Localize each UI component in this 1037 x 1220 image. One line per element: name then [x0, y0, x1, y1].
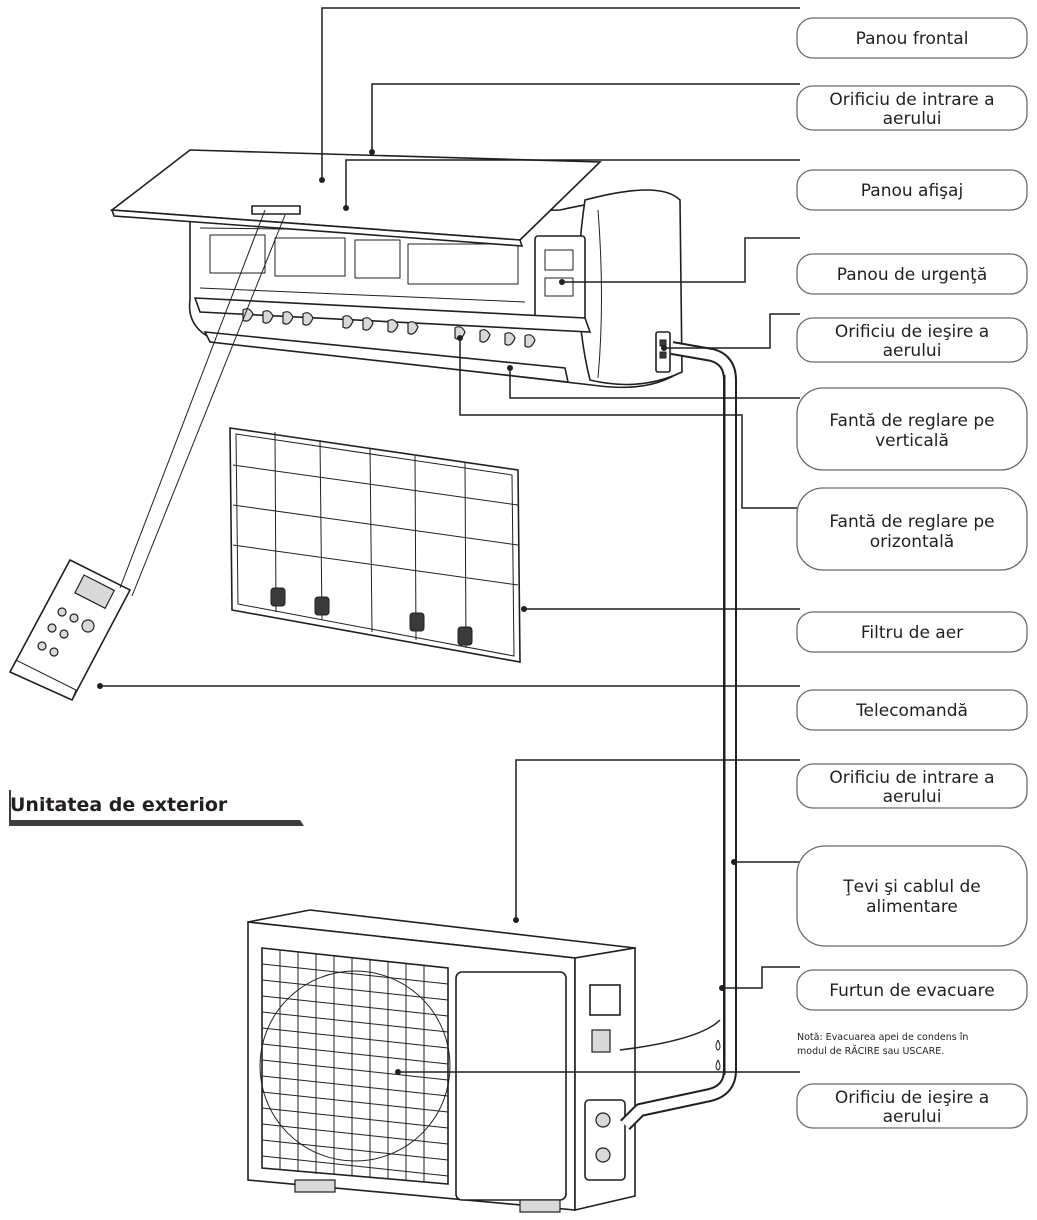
label-air-outlet-outdoor-line1: Orificiu de ieşire a	[835, 1088, 989, 1108]
label-horizontal-louver-line1: Fantă de reglare pe	[829, 512, 994, 532]
label-display-panel-line1: Panou afişaj	[861, 181, 963, 201]
label-remote-control-line1: Telecomandă	[855, 701, 968, 721]
label-air-inlet-indoor: Orificiu de intrare a aerului	[796, 85, 1028, 131]
label-vertical-louver-line1: Fantă de reglare pe	[829, 411, 994, 431]
label-air-filter: Filtru de aer	[796, 611, 1028, 653]
label-air-inlet-outdoor: Orificiu de intrare a aerului	[796, 763, 1028, 809]
label-air-outlet-outdoor: Orificiu de ieşire a aerului	[796, 1083, 1028, 1129]
label-air-filter-line1: Filtru de aer	[861, 623, 963, 643]
label-air-outlet-indoor: Orificiu de ieşire a aerului	[796, 317, 1028, 363]
horizontal-louver-flap	[203, 331, 570, 383]
label-drain-hose: Furtun de evacuare	[796, 969, 1028, 1011]
label-horizontal-louver-line2: orizontală	[870, 532, 954, 552]
pipes-and-cable	[619, 341, 737, 1130]
label-pipes-cable: Ţevi şi cablul de alimentare	[796, 845, 1028, 947]
section-heading-text: Unitatea de exterior	[10, 794, 228, 816]
drain-note-line2: modul de RĂCIRE sau USCARE.	[797, 1045, 944, 1057]
label-front-panel-line1: Panou frontal	[856, 29, 969, 49]
drain-note-line1: Notă: Evacuarea apei de condens în	[797, 1032, 968, 1043]
label-display-panel: Panou afişaj	[796, 169, 1028, 211]
label-pipes-cable-line1: Ţevi şi cablul de	[842, 877, 980, 897]
remote-control-drawing	[8, 209, 286, 702]
label-pipes-cable-line2: alimentare	[866, 897, 958, 917]
vertical-louver-fins	[242, 308, 536, 348]
label-vertical-louver: Fantă de reglare pe verticală	[796, 387, 1028, 471]
label-air-outlet-indoor-line2: aerului	[883, 341, 942, 361]
outdoor-unit	[247, 909, 636, 1213]
label-air-inlet-indoor-line1: Orificiu de intrare a	[829, 90, 994, 110]
front-panel-lid	[109, 149, 602, 241]
label-front-panel: Panou frontal	[796, 17, 1028, 59]
indoor-unit	[109, 149, 683, 389]
label-remote-control: Telecomandă	[796, 689, 1028, 731]
label-drain-hose-line1: Furtun de evacuare	[829, 981, 994, 1001]
label-air-outlet-outdoor-line2: aerului	[883, 1107, 942, 1127]
label-horizontal-louver: Fantă de reglare pe orizontală	[796, 487, 1028, 571]
label-emergency-panel-line1: Panou de urgenţă	[837, 265, 988, 285]
label-emergency-panel: Panou de urgenţă	[796, 253, 1028, 295]
label-air-outlet-indoor-line1: Orificiu de ieşire a	[835, 322, 989, 342]
label-air-inlet-outdoor-line2: aerului	[883, 787, 942, 807]
drain-note: Notă: Evacuarea apei de condens în modul…	[797, 1032, 968, 1057]
label-air-inlet-outdoor-line1: Orificiu de intrare a	[829, 768, 994, 788]
label-air-inlet-indoor-line2: aerului	[883, 109, 942, 129]
air-filter-drawing	[229, 427, 521, 663]
outdoor-section-heading: Unitatea de exterior	[9, 790, 304, 826]
leader-lines	[97, 7, 800, 1075]
label-vertical-louver-line2: verticală	[875, 431, 949, 451]
